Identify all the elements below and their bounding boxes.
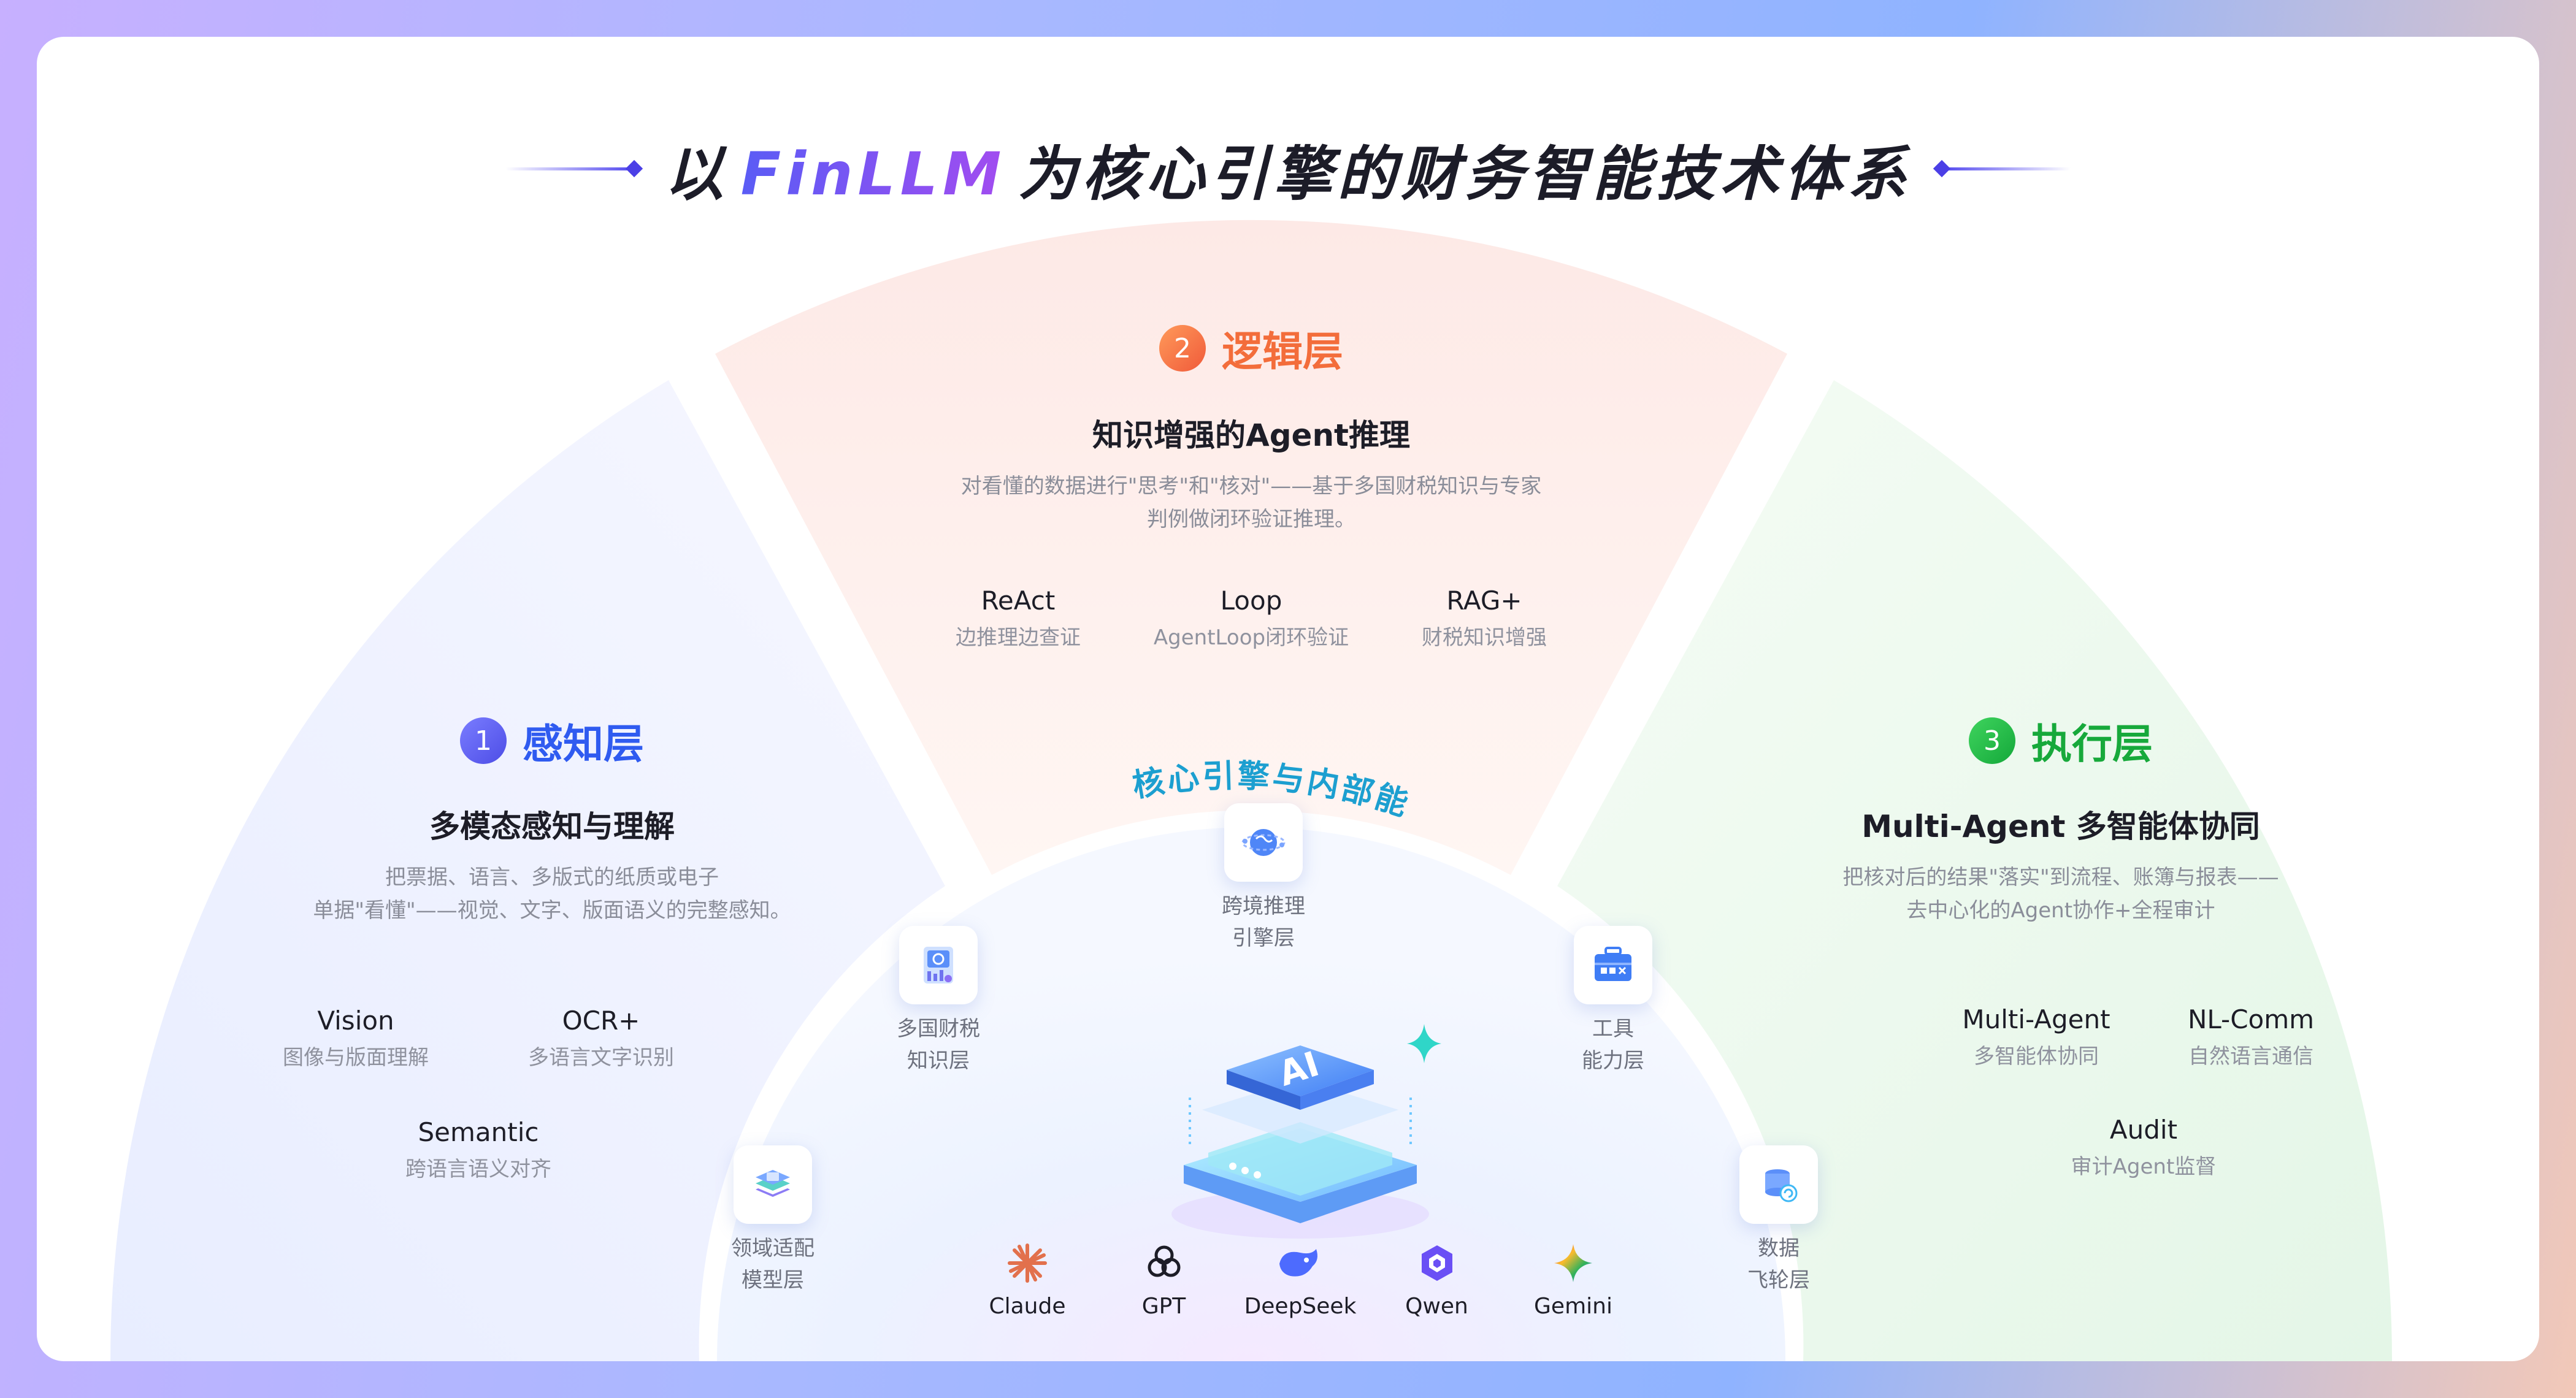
model-deepseek: DeepSeek bbox=[1242, 1239, 1359, 1319]
execution-subtitle: Multi-Agent 多智能体协同 bbox=[1861, 809, 2260, 844]
brand-name: FinLLM bbox=[740, 139, 1006, 208]
perception-sector bbox=[110, 380, 946, 1361]
execution-layer: 3 执行层 Multi-Agent 多智能体协同 把核对后的结果"落实"到流程、… bbox=[1730, 711, 2392, 927]
logic-desc-line: 判例做闭环验证推理。 bbox=[1147, 507, 1355, 532]
core-node-domain-model: 领域适配模型层 bbox=[699, 1145, 846, 1296]
claude-logo-icon bbox=[969, 1239, 1086, 1288]
gpt-logo-icon bbox=[1106, 1239, 1222, 1288]
model-claude: Claude bbox=[969, 1239, 1086, 1319]
logic-number-badge: 2 bbox=[1159, 325, 1206, 372]
deepseek-logo-icon bbox=[1242, 1239, 1359, 1288]
ai-chip-illustration: AI bbox=[1171, 1024, 1441, 1239]
perception-desc-line: 单据"看懂"——视觉、文字、版面语义的完整感知。 bbox=[313, 898, 791, 923]
execution-desc-line: 去中心化的Agent协作+全程审计 bbox=[1906, 898, 2215, 923]
perception-number-badge: 1 bbox=[460, 717, 507, 764]
logic-desc-line: 对看懂的数据进行"思考"和"核对"——基于多国财税知识与专家 bbox=[960, 474, 1542, 498]
execution-desc-line: 把核对后的结果"落实"到流程、账簿与报表—— bbox=[1842, 865, 2279, 890]
model-list: Claude GPT DeepSeek Qwen bbox=[969, 1239, 1631, 1319]
logic-layer-name: 逻辑层 bbox=[1222, 328, 1343, 375]
logic-subtitle: 知识增强的Agent推理 bbox=[1092, 418, 1410, 453]
title-decoration-left bbox=[505, 159, 643, 178]
knowledge-base-icon bbox=[899, 926, 978, 1004]
qwen-logo-icon bbox=[1379, 1239, 1495, 1288]
execution-number-badge: 3 bbox=[1969, 717, 2015, 764]
gemini-logo-icon bbox=[1515, 1239, 1631, 1288]
core-node-tax-knowledge: 多国财税知识层 bbox=[865, 926, 1012, 1077]
model-gpt: GPT bbox=[1106, 1239, 1222, 1319]
logic-sector bbox=[715, 220, 1787, 875]
core-node-data-flywheel: 数据飞轮层 bbox=[1705, 1145, 1852, 1296]
perception-subtitle: 多模态感知与理解 bbox=[429, 809, 675, 844]
execution-layer-name: 执行层 bbox=[2031, 720, 2153, 768]
execution-sector bbox=[1557, 380, 2392, 1361]
logic-feature-rag: RAG+财税知识增强 bbox=[1422, 586, 1547, 650]
title-decoration-right bbox=[1933, 159, 2071, 178]
perception-feature-ocr: OCR+多语言文字识别 bbox=[528, 1006, 674, 1070]
model-qwen: Qwen bbox=[1379, 1239, 1495, 1319]
perception-layer: 1 感知层 多模态感知与理解 把票据、语言、多版式的纸质或电子 单据"看懂"——… bbox=[221, 711, 883, 927]
logic-layer: 2 逻辑层 知识增强的Agent推理 对看懂的数据进行"思考"和"核对"——基于… bbox=[883, 319, 1619, 536]
database-refresh-icon bbox=[1739, 1145, 1818, 1224]
perception-layer-name: 感知层 bbox=[523, 720, 644, 768]
globe-network-icon bbox=[1224, 803, 1303, 882]
model-gemini: Gemini bbox=[1515, 1239, 1631, 1319]
sparkle-icon bbox=[1407, 1024, 1441, 1063]
layers-stack-icon bbox=[734, 1145, 812, 1224]
perception-desc-line: 把票据、语言、多版式的纸质或电子 bbox=[385, 865, 719, 890]
core-node-cross-border: 跨境推理引擎层 bbox=[1190, 803, 1337, 954]
toolbox-icon bbox=[1574, 926, 1652, 1004]
core-node-tools: 工具能力层 bbox=[1539, 926, 1687, 1077]
